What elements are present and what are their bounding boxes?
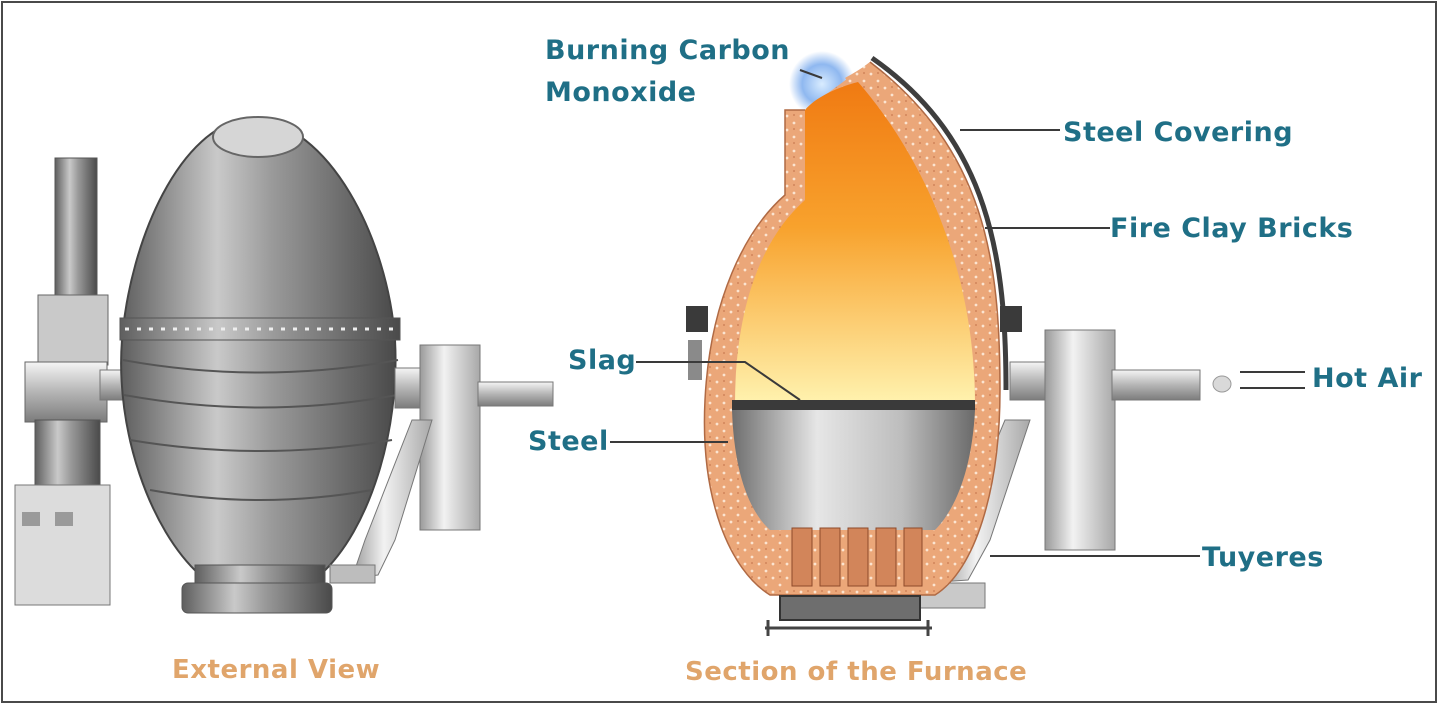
- caption-external-view: External View: [172, 655, 381, 685]
- flame-region: [735, 82, 975, 405]
- furnace-section: [686, 51, 1232, 636]
- label-burning-carbon: Burning Carbon: [545, 35, 790, 66]
- external-view-converter: [14, 116, 554, 614]
- label-steel-covering: Steel Covering: [1063, 117, 1294, 148]
- label-fire-clay-bricks: Fire Clay Bricks: [1110, 213, 1354, 244]
- label-slag: Slag: [568, 345, 637, 376]
- caption-section: Section of the Furnace: [685, 657, 1028, 687]
- slag-layer: [732, 400, 975, 410]
- leader-lines: [610, 69, 1305, 557]
- label-hot-air: Hot Air: [1312, 363, 1423, 394]
- tuyere-pipes: [791, 527, 923, 587]
- label-tuyeres: Tuyeres: [1202, 542, 1324, 573]
- label-steel: Steel: [528, 426, 609, 457]
- label-monoxide: Monoxide: [545, 77, 697, 108]
- molten-steel: [732, 410, 975, 530]
